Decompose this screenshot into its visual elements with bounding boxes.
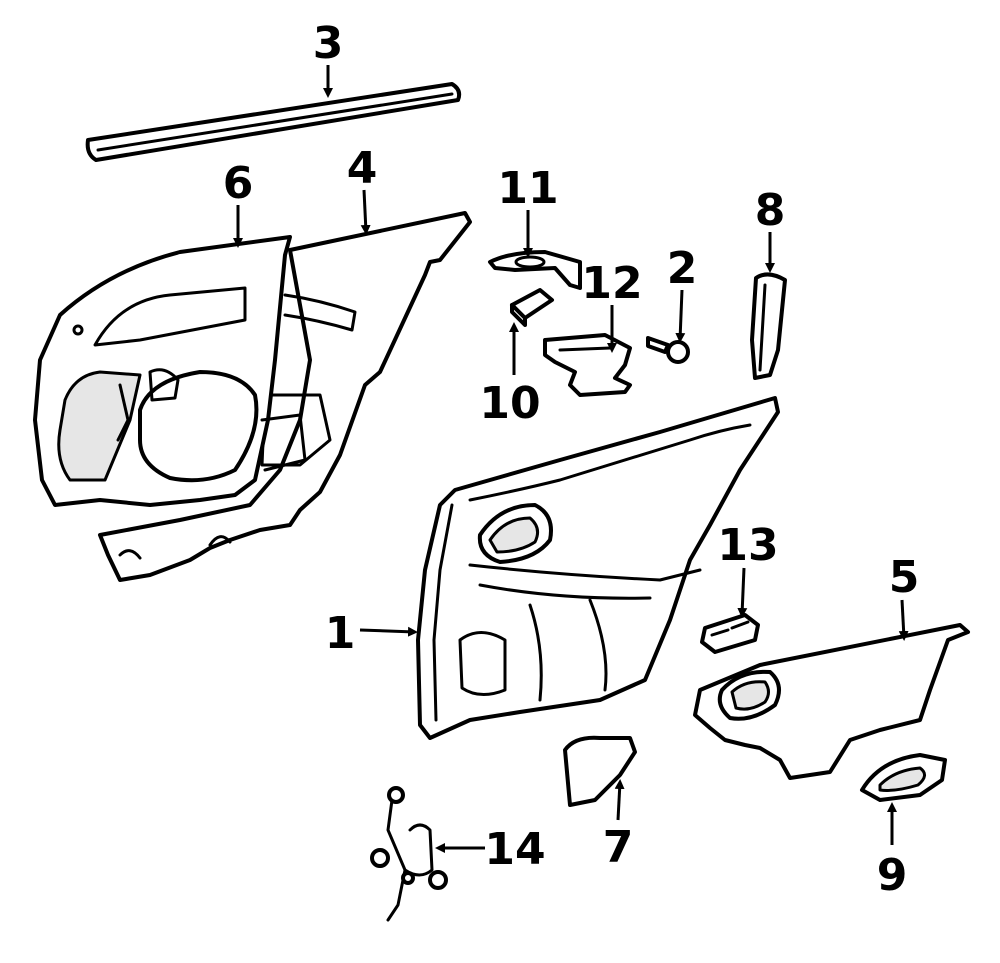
callout-8: 8 (755, 185, 786, 236)
callout-13: 13 (717, 520, 778, 571)
leader-lines (233, 65, 909, 853)
callout-11: 11 (497, 163, 558, 214)
part-14-wiring-harness[interactable] (370, 786, 448, 922)
callout-labels: 3 4 6 11 12 2 8 10 1 13 5 7 9 14 (223, 18, 920, 901)
callout-14: 14 (484, 824, 545, 875)
part-1-trim-panel[interactable] (416, 396, 780, 740)
part-10-clip[interactable] (510, 288, 554, 327)
callout-4: 4 (347, 143, 378, 194)
callout-2: 2 (667, 243, 698, 294)
callout-3: 3 (313, 18, 344, 69)
callout-6: 6 (223, 158, 254, 209)
callout-10: 10 (479, 378, 540, 429)
part-7-cover[interactable] (563, 735, 637, 807)
part-9-bezel[interactable] (860, 753, 947, 802)
part-6-door-panel[interactable] (33, 235, 307, 507)
callout-12: 12 (581, 258, 642, 309)
part-12-bracket[interactable] (543, 333, 632, 397)
callout-7: 7 (603, 822, 634, 873)
part-3-weatherstrip[interactable] (85, 82, 462, 162)
part-13-switch[interactable] (700, 613, 760, 654)
callout-5: 5 (889, 552, 920, 603)
part-8-pull-cover[interactable] (750, 272, 787, 380)
callout-9: 9 (877, 850, 908, 901)
part-11-handle-bezel[interactable] (488, 250, 582, 290)
part-5-lower-insert[interactable] (693, 623, 970, 780)
callout-1: 1 (325, 608, 356, 659)
part-2-fastener[interactable] (646, 336, 690, 364)
